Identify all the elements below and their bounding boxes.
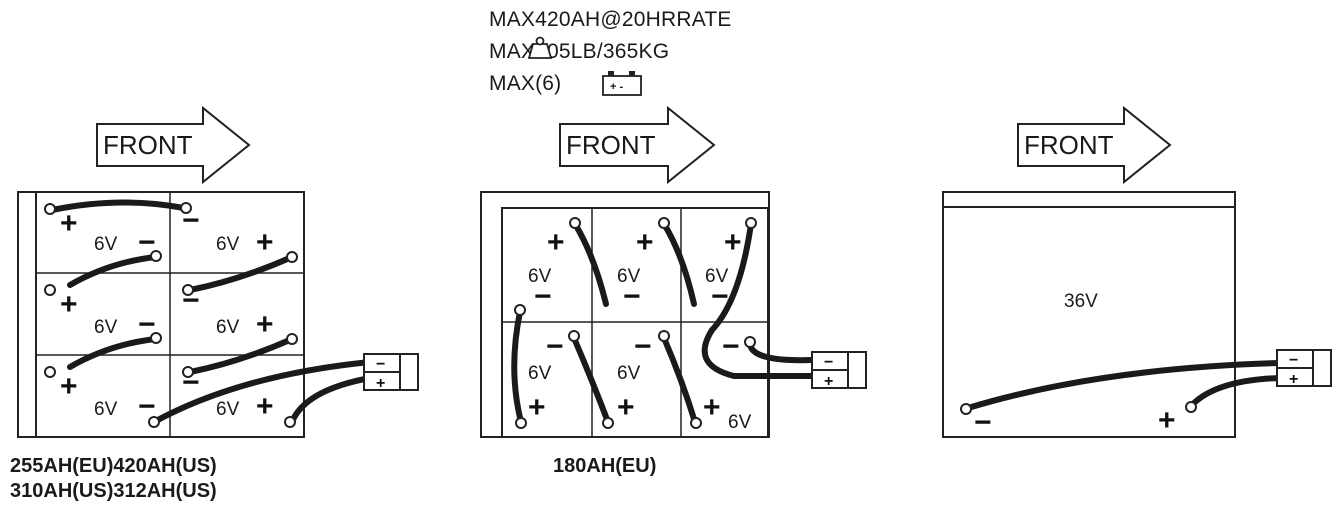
cables bbox=[49, 199, 373, 425]
svg-text:6V: 6V bbox=[705, 266, 729, 287]
battery-cell: + 6V − bbox=[705, 226, 742, 313]
svg-text:6V: 6V bbox=[94, 317, 118, 338]
svg-text:−: − bbox=[623, 280, 641, 313]
svg-text:−: − bbox=[711, 280, 729, 313]
svg-text:−: − bbox=[534, 280, 552, 313]
svg-text:+: + bbox=[60, 370, 78, 403]
svg-text:+: + bbox=[256, 390, 274, 423]
svg-text:+: + bbox=[547, 226, 565, 259]
positive-terminal-label: + bbox=[1158, 404, 1176, 437]
battery-voltage: 36V bbox=[1064, 291, 1098, 312]
tray-right: 36V − + − + bbox=[942, 191, 1332, 439]
caption-left-line1: 255AH(EU)420AH(US) bbox=[10, 455, 217, 477]
svg-text:+: + bbox=[256, 308, 274, 341]
svg-text:6V: 6V bbox=[617, 266, 641, 287]
caption-middle: 180AH(EU) bbox=[553, 455, 657, 477]
weight-icon bbox=[527, 36, 553, 59]
svg-text:6V: 6V bbox=[728, 412, 752, 433]
battery-cell: − 6V + bbox=[617, 330, 652, 424]
cables bbox=[965, 360, 1283, 411]
svg-text:+: + bbox=[1289, 371, 1298, 388]
svg-text:−: − bbox=[138, 308, 156, 341]
front-arrow-right: FRONT bbox=[1017, 105, 1172, 185]
svg-text:+: + bbox=[824, 373, 833, 390]
svg-text:+: + bbox=[256, 226, 274, 259]
front-label: FRONT bbox=[103, 130, 193, 160]
tray-middle: + 6V − + 6V − + 6V − − 6V + − 6V + − 6V … bbox=[480, 191, 867, 438]
svg-text:−: − bbox=[546, 330, 564, 363]
terminals bbox=[44, 202, 298, 428]
svg-text:−: − bbox=[722, 330, 740, 363]
battery-icon: + - bbox=[602, 71, 642, 96]
svg-text:+: + bbox=[617, 391, 635, 424]
battery-cell: − 6V + bbox=[528, 330, 564, 424]
battery-cell: + 6V − bbox=[60, 370, 156, 423]
svg-text:−: − bbox=[376, 356, 385, 373]
svg-text:+: + bbox=[528, 391, 546, 424]
svg-text:6V: 6V bbox=[528, 266, 552, 287]
battery-cell: − 6V + bbox=[182, 284, 274, 341]
terminals bbox=[514, 217, 757, 429]
spec-count: MAX(6) bbox=[489, 72, 562, 95]
svg-text:+: + bbox=[60, 288, 78, 321]
battery-cell: + 6V − bbox=[617, 226, 654, 313]
svg-text:6V: 6V bbox=[216, 317, 240, 338]
svg-text:6V: 6V bbox=[216, 399, 240, 420]
battery-cell: + 6V − bbox=[60, 288, 156, 341]
tray-left: + 6V − − 6V + + 6V − − 6V + + 6V − − 6V bbox=[17, 191, 419, 438]
connector-plug: − + bbox=[811, 351, 867, 390]
svg-text:+: + bbox=[376, 375, 385, 392]
battery-cell: + 6V − bbox=[528, 226, 565, 313]
connector-plug: − + bbox=[363, 353, 419, 392]
front-arrow-middle: FRONT bbox=[559, 105, 716, 185]
battery-cell: − 6V + bbox=[703, 330, 752, 433]
front-label: FRONT bbox=[1024, 130, 1114, 160]
battery-cell: + 6V − bbox=[60, 207, 156, 259]
caption-left-line2: 310AH(US)312AH(US) bbox=[10, 480, 217, 502]
svg-text:6V: 6V bbox=[617, 363, 641, 384]
connector-plug: − + bbox=[1276, 349, 1332, 388]
svg-text:−: − bbox=[138, 390, 156, 423]
svg-text:+: + bbox=[636, 226, 654, 259]
svg-text:−: − bbox=[824, 354, 833, 371]
front-label: FRONT bbox=[566, 130, 656, 160]
negative-terminal-label: − bbox=[974, 406, 992, 439]
svg-text:6V: 6V bbox=[528, 363, 552, 384]
svg-text:6V: 6V bbox=[94, 234, 118, 255]
battery-cell: − 6V + bbox=[182, 366, 274, 423]
svg-text:6V: 6V bbox=[216, 234, 240, 255]
svg-text:+ -: + - bbox=[610, 81, 623, 93]
svg-text:+: + bbox=[60, 207, 78, 240]
svg-text:−: − bbox=[1289, 352, 1298, 369]
svg-text:+: + bbox=[724, 226, 742, 259]
svg-text:6V: 6V bbox=[94, 399, 118, 420]
terminals bbox=[960, 401, 1197, 415]
svg-text:−: − bbox=[138, 226, 156, 259]
svg-text:−: − bbox=[634, 330, 652, 363]
spec-rate: MAX420AH@20HRRATE bbox=[489, 8, 732, 31]
svg-text:+: + bbox=[703, 391, 721, 424]
front-arrow-left: FRONT bbox=[96, 105, 251, 185]
